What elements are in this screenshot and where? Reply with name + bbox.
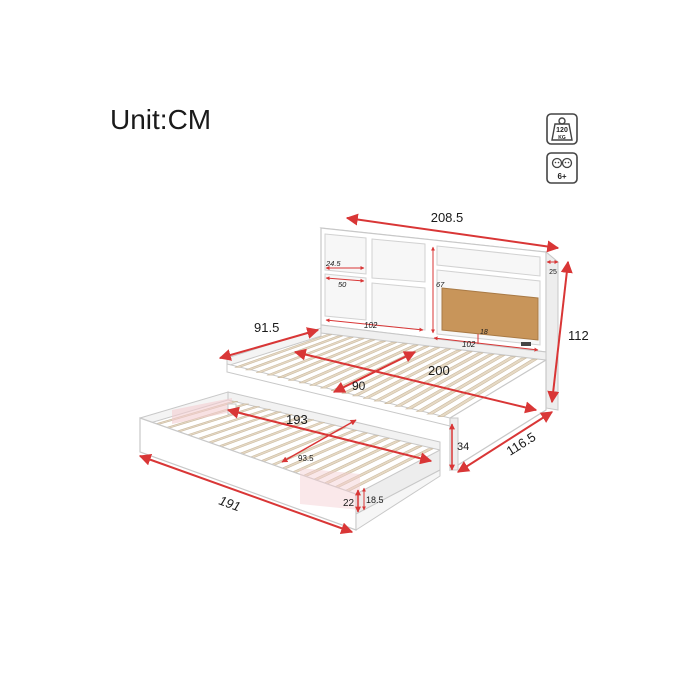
trundle-height-label: 22	[343, 498, 355, 509]
dimension-lines: 208.5 25 112 116.5 24.5 50 102 67 18 102…	[138, 210, 589, 535]
overall-width-line	[345, 213, 560, 253]
children-icon	[546, 152, 578, 184]
overall-height-line	[547, 260, 573, 404]
trundle-inner-width-label: 93.5	[298, 454, 314, 463]
shelf-depth-label: 25	[549, 269, 557, 276]
mattress-length-label: 200	[428, 363, 450, 378]
bed-depth-line	[218, 327, 320, 361]
weight-capacity-badge: 120 KG	[546, 113, 578, 145]
left-shelf-width-label: 102	[364, 321, 378, 330]
right-shelf-height-label: 67	[436, 280, 445, 289]
panel-small-label: 18	[480, 329, 488, 336]
right-shelf-width-label: 102	[462, 340, 476, 349]
mattress-width-line	[332, 351, 417, 393]
overall-height-label: 112	[568, 328, 589, 343]
bed-depth-label: 91.5	[254, 320, 279, 335]
weight-unit: KG	[558, 135, 566, 141]
slat	[245, 424, 336, 460]
cubby-width-label: 50	[338, 280, 347, 289]
mattress-width-label: 90	[352, 379, 366, 393]
weight-value: 120	[556, 127, 568, 134]
cubby-height-label: 24.5	[325, 259, 341, 268]
bed-side-height-label: 34	[457, 441, 469, 453]
usb-port	[521, 342, 531, 346]
overall-width-label: 208.5	[431, 210, 464, 225]
trundle-inner-height-label: 18.5	[366, 495, 384, 505]
overall-depth-line	[456, 411, 554, 473]
age-value: 6+	[557, 172, 566, 181]
trundle-inner-length-label: 193	[286, 412, 308, 427]
trundle-outer-length-label: 191	[217, 493, 243, 515]
trundle-outer-length-line	[138, 453, 354, 535]
unit-label: Unit:CM	[110, 104, 212, 135]
slat	[234, 422, 325, 456]
age-badge: 6+	[546, 152, 578, 184]
